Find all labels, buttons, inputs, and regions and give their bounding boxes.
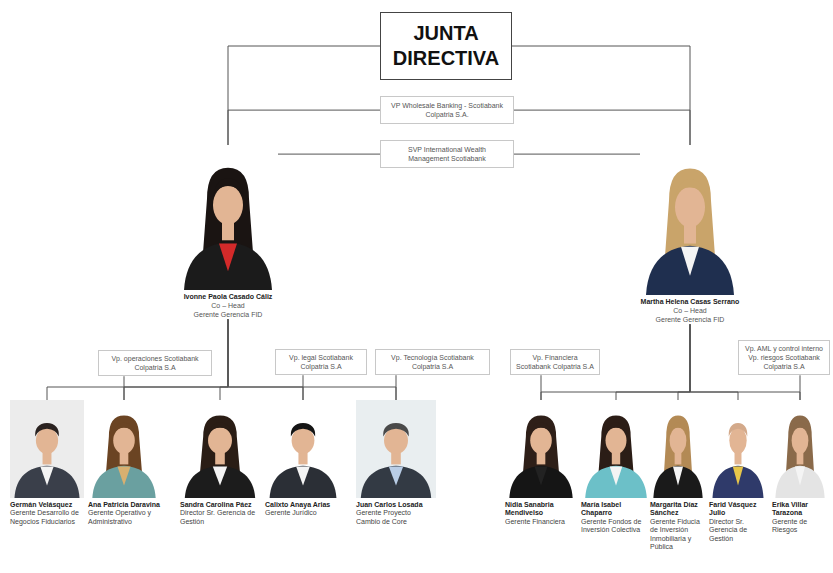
person-photo bbox=[180, 400, 260, 498]
reporting-line bbox=[396, 375, 397, 400]
person-name: Nidia Sanabria Mendivelso bbox=[505, 501, 577, 518]
person-name: Martha Helena Casas Serrano bbox=[640, 298, 740, 307]
reporting-line bbox=[124, 376, 125, 400]
person-card: Sandra Carolina PáezDirector Sr. Gerenci… bbox=[180, 400, 260, 526]
person-title: Gerente Gerencia FID bbox=[178, 311, 278, 320]
reporting-line bbox=[228, 110, 380, 145]
reporting-line bbox=[690, 324, 738, 400]
vp-box: Vp. legal Scotiabank Colpatria S.A bbox=[275, 349, 367, 375]
box-label: SVP International Wealth Management Scot… bbox=[391, 145, 503, 163]
person-name: Farid Vásquez Julio bbox=[709, 501, 767, 518]
person-photo bbox=[581, 400, 651, 498]
person-title: Gerente Fiducia de Inversión Inmobiliari… bbox=[650, 518, 706, 552]
person-name: Sandra Carolina Páez bbox=[180, 501, 260, 509]
box-label: JUNTA DIRECTIVA bbox=[385, 21, 507, 71]
person-card: Margarita Díaz SánchezGerente Fiducia de… bbox=[650, 400, 706, 551]
person-title: Gerente Jurídico bbox=[265, 509, 341, 517]
person-title: Gerente Operativo y Administrativo bbox=[88, 509, 160, 526]
person-name: Calixto Anaya Arias bbox=[265, 501, 341, 509]
person-name: Margarita Díaz Sánchez bbox=[650, 501, 706, 518]
reporting-line bbox=[512, 46, 690, 145]
person-card: Farid Vásquez JulioDirector Sr. Gerencia… bbox=[709, 400, 767, 543]
person-title: Co – Head bbox=[178, 302, 278, 311]
person-photo bbox=[265, 400, 341, 498]
person-card: Nidia Sanabria MendivelsoGerente Financi… bbox=[505, 400, 577, 526]
person-photo bbox=[650, 400, 706, 498]
person-photo bbox=[772, 400, 828, 498]
reporting-box: SVP International Wealth Management Scot… bbox=[380, 140, 514, 168]
person-name: Ana Patricia Daravina bbox=[88, 501, 160, 509]
vp-box: Vp. AML y control interno Vp. riesgos Sc… bbox=[738, 340, 830, 375]
person-title: Gerente Gerencia FID bbox=[640, 316, 740, 325]
vp-box: Vp. operaciones Scotiabank Colpatria S.A bbox=[98, 350, 212, 376]
reporting-line bbox=[514, 154, 640, 155]
person-photo bbox=[709, 400, 767, 498]
person-card: Calixto Anaya AriasGerente Jurídico bbox=[265, 400, 341, 518]
reporting-line bbox=[228, 319, 396, 400]
person-name: María Isabel Chaparro bbox=[581, 501, 651, 518]
person-name: Germán Velásquez bbox=[10, 501, 84, 509]
reporting-line bbox=[303, 375, 304, 400]
reporting-line bbox=[616, 324, 690, 400]
person-title: Co – Head bbox=[640, 307, 740, 316]
box-label: Vp. legal Scotiabank Colpatria S.A bbox=[280, 353, 362, 371]
head-card: Martha Helena Casas SerranoCo – HeadGere… bbox=[640, 145, 740, 324]
vp-box: Vp. Tecnología Scotiabank Colpatria S.A bbox=[375, 349, 490, 375]
reporting-line bbox=[47, 319, 228, 400]
person-title: Gerente Desarrollo de Negocios Fiduciari… bbox=[10, 509, 84, 526]
person-title: Director Sr. Gerencia de Gestión bbox=[709, 518, 767, 543]
person-card: Germán VelásquezGerente Desarrollo de Ne… bbox=[10, 400, 84, 526]
person-name: Erika Villar Tarazona bbox=[772, 501, 828, 518]
person-photo bbox=[88, 400, 160, 498]
person-photo bbox=[505, 400, 577, 498]
reporting-line bbox=[678, 324, 690, 400]
person-photo bbox=[10, 400, 84, 498]
person-photo bbox=[178, 145, 278, 290]
box-label: Vp. operaciones Scotiabank Colpatria S.A bbox=[103, 354, 207, 372]
reporting-line bbox=[278, 154, 380, 155]
reporting-line bbox=[541, 375, 542, 400]
box-label: Vp. Tecnología Scotiabank Colpatria S.A bbox=[380, 353, 485, 371]
box-label: Vp. AML y control interno Vp. riesgos Sc… bbox=[743, 344, 825, 371]
person-title: Director Sr. Gerencia de Gestión bbox=[180, 509, 260, 526]
reporting-line bbox=[220, 319, 228, 400]
person-name: Ivonne Paola Casado Cáliz bbox=[178, 293, 278, 302]
reporting-line bbox=[800, 375, 801, 400]
person-photo bbox=[640, 145, 740, 295]
person-card: Ana Patricia DaravinaGerente Operativo y… bbox=[88, 400, 160, 526]
reporting-box: VP Wholesale Banking - Scotiabank Colpat… bbox=[380, 96, 514, 124]
board-box: JUNTA DIRECTIVA bbox=[380, 12, 512, 80]
person-card: Juan Carlos LosadaGerente Proyecto Cambi… bbox=[356, 400, 436, 526]
person-title: Gerente de Riesgos bbox=[772, 518, 828, 535]
box-label: VP Wholesale Banking - Scotiabank Colpat… bbox=[391, 101, 503, 119]
box-label: Vp. Financiera Scotiabank Colpatria S.A bbox=[515, 353, 595, 371]
vp-box: Vp. Financiera Scotiabank Colpatria S.A bbox=[510, 349, 600, 375]
reporting-line bbox=[514, 110, 690, 145]
person-photo bbox=[356, 400, 436, 498]
person-title: Gerente Fondos de Inversión Colectiva bbox=[581, 518, 651, 535]
person-name: Juan Carlos Losada bbox=[356, 501, 436, 509]
person-title: Gerente Proyecto Cambio de Core bbox=[356, 509, 436, 526]
person-card: María Isabel ChaparroGerente Fondos de I… bbox=[581, 400, 651, 535]
head-card: Ivonne Paola Casado CálizCo – HeadGerent… bbox=[178, 145, 278, 319]
reporting-line bbox=[228, 46, 380, 145]
person-title: Gerente Financiera bbox=[505, 518, 577, 526]
person-card: Erika Villar TarazonaGerente de Riesgos bbox=[772, 400, 828, 535]
